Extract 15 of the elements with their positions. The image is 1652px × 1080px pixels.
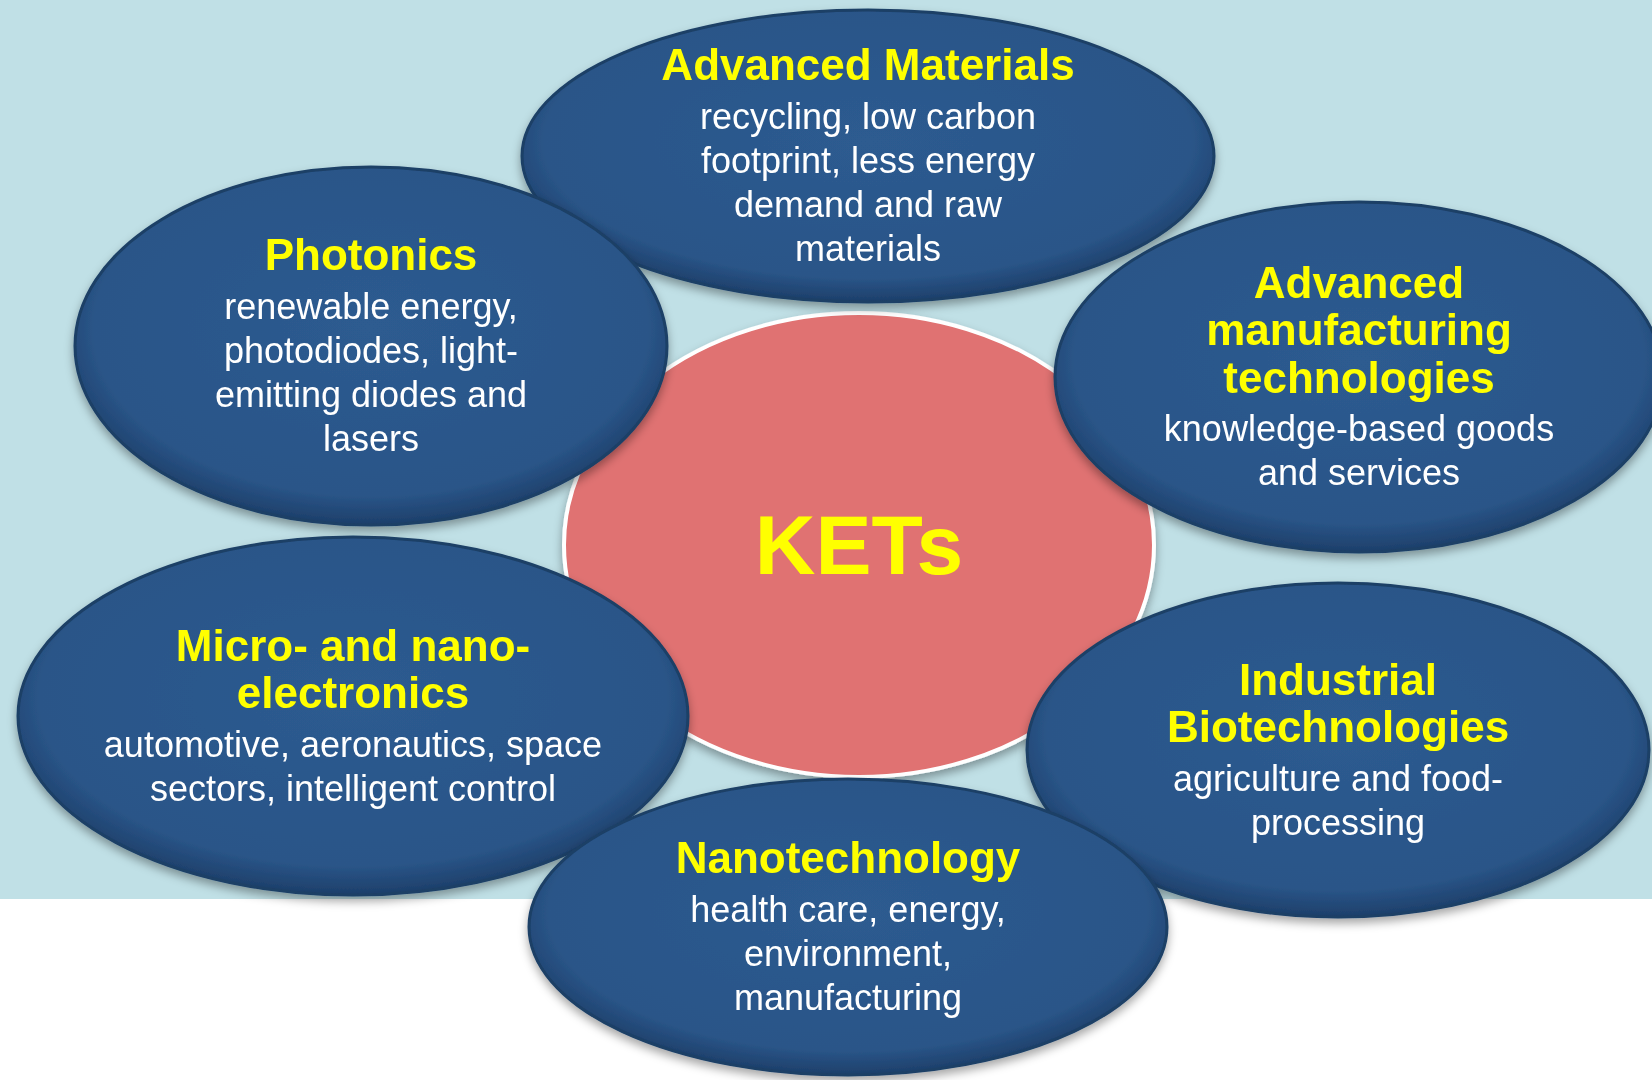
topic-heading: Nanotechnology (675, 834, 1021, 882)
topic-heading: Industrial Biotechnologies (1165, 655, 1511, 751)
topic-ellipse (1025, 581, 1651, 919)
topic-heading: KETs (754, 499, 964, 591)
topic-description: recycling, low carbon footprint, less energy demand and raw materials (698, 94, 1038, 271)
topic-description: knowledge-based goods and services (1162, 407, 1556, 496)
topic-heading: Advanced Materials (661, 41, 1075, 89)
topic-heading: Photonics (264, 231, 478, 279)
topic-heading: Advanced manufacturing technologies (1205, 258, 1513, 402)
topic-description: agriculture and food-processing (1171, 756, 1505, 845)
topic-description: renewable energy, photodiodes, light-emitting diodes and lasers (213, 284, 529, 461)
topic-description: automotive, aeronautics, space sectors, intelligent control (103, 722, 603, 811)
topic-description: health care, energy, environment, manufacturing (689, 887, 1007, 1020)
topic-heading: Micro- and nano-electronics (174, 621, 532, 717)
topic-ellipse (73, 165, 669, 527)
